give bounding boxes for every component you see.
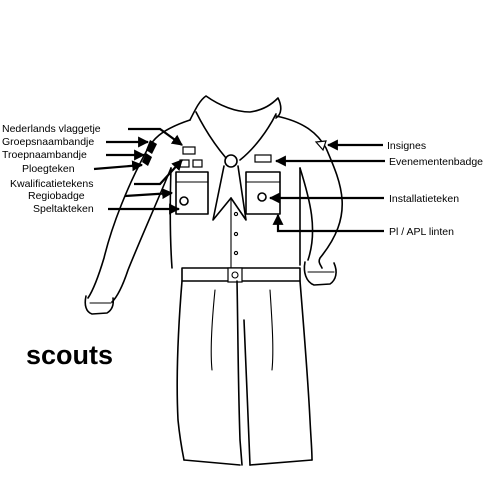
left-labels: Nederlands vlaggetje Groepsnaambandje Tr… [2, 123, 101, 215]
scout-uniform-illustration [84, 95, 343, 466]
right-leader-arrows [268, 139, 385, 233]
label-pl-apl-linten: Pl / APL linten [389, 226, 454, 238]
right-labels: Insignes Evenementenbadge Installatietek… [387, 140, 483, 238]
label-groepsnaambandje: Groepsnaambandje [2, 136, 94, 148]
label-installatieteken: Installatieteken [389, 193, 459, 205]
left-leader-arrows [93, 127, 183, 215]
label-regiobadge: Regiobadge [28, 190, 85, 202]
label-kwalificatietekens: Kwalificatietekens [10, 178, 93, 190]
brand-wordmark: scouts [26, 340, 113, 370]
label-evenementenbadge: Evenementenbadge [389, 156, 483, 168]
label-troepnaambandje: Troepnaambandje [2, 149, 87, 161]
label-insignes: Insignes [387, 140, 426, 152]
label-ploegteken: Ploegteken [22, 163, 75, 175]
label-nederlands-vlaggetje: Nederlands vlaggetje [2, 123, 101, 135]
label-speltakteken: Speltakteken [33, 203, 94, 215]
